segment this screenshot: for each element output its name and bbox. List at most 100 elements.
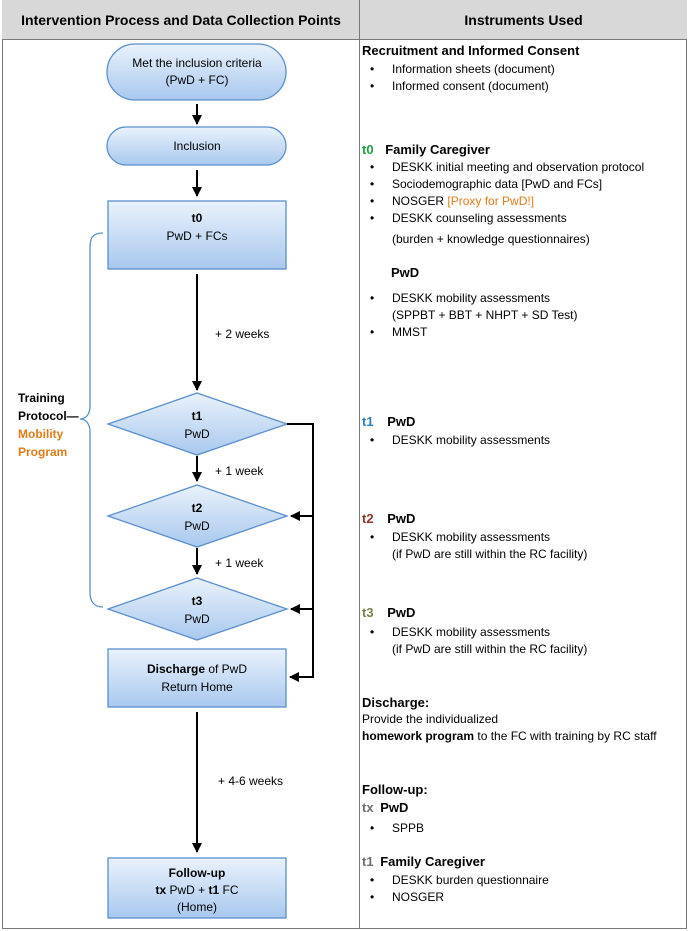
followup-title: Follow-up: xyxy=(362,782,428,797)
t0-tag: t0 xyxy=(192,211,203,225)
mobility-detail: (SPPBT + BBT + NHPT + SD Test) xyxy=(392,308,578,322)
list-item: DESKK mobility assessments xyxy=(362,624,550,641)
node-t0 xyxy=(107,200,287,270)
list-item: DESKK mobility assessments xyxy=(362,529,550,546)
list-item: Informed consent (document) xyxy=(362,78,555,95)
header-instruments: Instruments Used xyxy=(360,0,687,40)
followup-line1: Follow-up xyxy=(169,866,226,880)
discharge-line1: Provide the individualized xyxy=(362,712,499,726)
t0-fc-heading: t0 Family Caregiver xyxy=(362,141,490,158)
t1-title: PwD xyxy=(387,414,416,429)
column-divider xyxy=(359,0,360,929)
followup-line3: (Home) xyxy=(177,900,217,914)
recruitment-list: Information sheets (document) Informed c… xyxy=(362,61,555,95)
followup-tx: tx xyxy=(155,883,166,897)
counseling-detail: (burden + knowledge questionnaires) xyxy=(392,232,590,246)
discharge-rest: of PwD xyxy=(205,662,247,676)
wait-2-weeks: + 2 weeks xyxy=(215,327,269,341)
training-line4: Program xyxy=(18,445,68,459)
discharge-line1: Discharge of PwD xyxy=(147,662,247,676)
t2-label: PwD xyxy=(184,519,210,533)
list-item: NOSGER [Proxy for PwD!] xyxy=(362,193,644,210)
discharge-line2-rest: to the FC with training by RC staff xyxy=(474,729,657,743)
bypass-line xyxy=(287,423,314,682)
training-bracket xyxy=(79,232,104,608)
list-item: SPPB xyxy=(362,820,424,837)
tx-title: PwD xyxy=(380,800,409,815)
training-protocol-label: Training Protocol— Mobility Program xyxy=(18,389,79,461)
t1-fc-tag: t1 xyxy=(362,854,374,869)
t3-detail: (if PwD are still within the RC facility… xyxy=(392,642,588,656)
node-inclusion-criteria xyxy=(106,43,287,101)
t0-pwd-title: PwD xyxy=(391,265,420,280)
tx-heading: tx PwD xyxy=(362,799,408,816)
t2-tag: t2 xyxy=(362,511,374,526)
training-line2: Protocol— xyxy=(18,409,79,423)
t0-fc-title: Family Caregiver xyxy=(385,142,490,157)
t0-pwd-list-b: MMST xyxy=(362,324,427,341)
t3-tag: t3 xyxy=(192,594,203,608)
node-discharge xyxy=(107,648,287,708)
discharge-line2: Return Home xyxy=(161,680,233,694)
t1-fc-list: DESKK burden questionnaire NOSGER xyxy=(362,872,549,906)
t1-label: PwD xyxy=(184,427,210,441)
list-item: DESKK mobility assessments xyxy=(362,432,550,449)
t1-tag: t1 xyxy=(362,414,374,429)
tx-list: SPPB xyxy=(362,820,424,837)
training-line3: Mobility xyxy=(18,427,64,441)
t0-fc-tag: t0 xyxy=(362,142,374,157)
wait-1-week-b: + 1 week xyxy=(215,556,264,570)
recruitment-title: Recruitment and Informed Consent xyxy=(362,43,580,58)
discharge-line2: homework program to the FC with training… xyxy=(362,728,657,745)
list-item: Information sheets (document) xyxy=(362,61,555,78)
t1-tag: t1 xyxy=(192,409,203,423)
followup-pwd: PwD + xyxy=(166,883,208,897)
t1-fc-title: Family Caregiver xyxy=(380,854,485,869)
t2-list: DESKK mobility assessments xyxy=(362,529,550,546)
t3-tag: t3 xyxy=(362,605,374,620)
t3-heading: t3 PwD xyxy=(362,604,415,621)
node-t3 xyxy=(106,577,289,641)
followup-line2: tx PwD + t1 FC xyxy=(155,883,238,897)
t2-tag: t2 xyxy=(192,501,203,515)
list-item: MMST xyxy=(362,324,427,341)
t1-list: DESKK mobility assessments xyxy=(362,432,550,449)
wait-1-week-a: + 1 week xyxy=(215,464,264,478)
inclusion-label: Inclusion xyxy=(173,139,220,153)
t0-fc-list: DESKK initial meeting and observation pr… xyxy=(362,159,644,227)
t2-title: PwD xyxy=(387,511,416,526)
list-item: DESKK initial meeting and observation pr… xyxy=(362,159,644,176)
followup-t1: t1 xyxy=(209,883,220,897)
nosger-proxy-note: [Proxy for PwD!] xyxy=(447,194,535,208)
tx-tag: tx xyxy=(362,800,374,815)
t3-title: PwD xyxy=(387,605,416,620)
list-item: DESKK burden questionnaire xyxy=(362,872,549,889)
inclusion-criteria-line2: (PwD + FC) xyxy=(166,73,229,87)
followup-fc: FC xyxy=(219,883,239,897)
list-item: DESKK mobility assessments xyxy=(362,290,550,307)
homework-program: homework program xyxy=(362,729,475,743)
t0-pwd-list-a: DESKK mobility assessments xyxy=(362,290,550,307)
t2-heading: t2 PwD xyxy=(362,510,415,527)
node-inclusion xyxy=(106,126,287,166)
list-item: NOSGER xyxy=(362,889,549,906)
discharge-bold: Discharge xyxy=(147,662,205,676)
node-followup xyxy=(107,857,287,919)
t3-list: DESKK mobility assessments xyxy=(362,624,550,641)
node-t2 xyxy=(106,484,289,548)
header-process: Intervention Process and Data Collection… xyxy=(2,0,360,40)
t0-label: PwD + FCs xyxy=(166,229,227,243)
training-line1: Training xyxy=(18,391,65,405)
t1-heading: t1 PwD xyxy=(362,413,415,430)
list-item: Sociodemographic data [PwD and FCs] xyxy=(362,176,644,193)
node-t1 xyxy=(106,392,289,456)
list-item: DESKK counseling assessments xyxy=(362,210,644,227)
wait-4-6-weeks: + 4-6 weeks xyxy=(218,774,283,788)
discharge-title: Discharge: xyxy=(362,695,430,710)
t3-label: PwD xyxy=(184,612,210,626)
inclusion-criteria-line1: Met the inclusion criteria xyxy=(132,56,262,70)
t2-detail: (if PwD are still within the RC facility… xyxy=(392,547,588,561)
t1-fc-heading: t1 Family Caregiver xyxy=(362,853,485,870)
nosger-label: NOSGER xyxy=(392,194,445,208)
